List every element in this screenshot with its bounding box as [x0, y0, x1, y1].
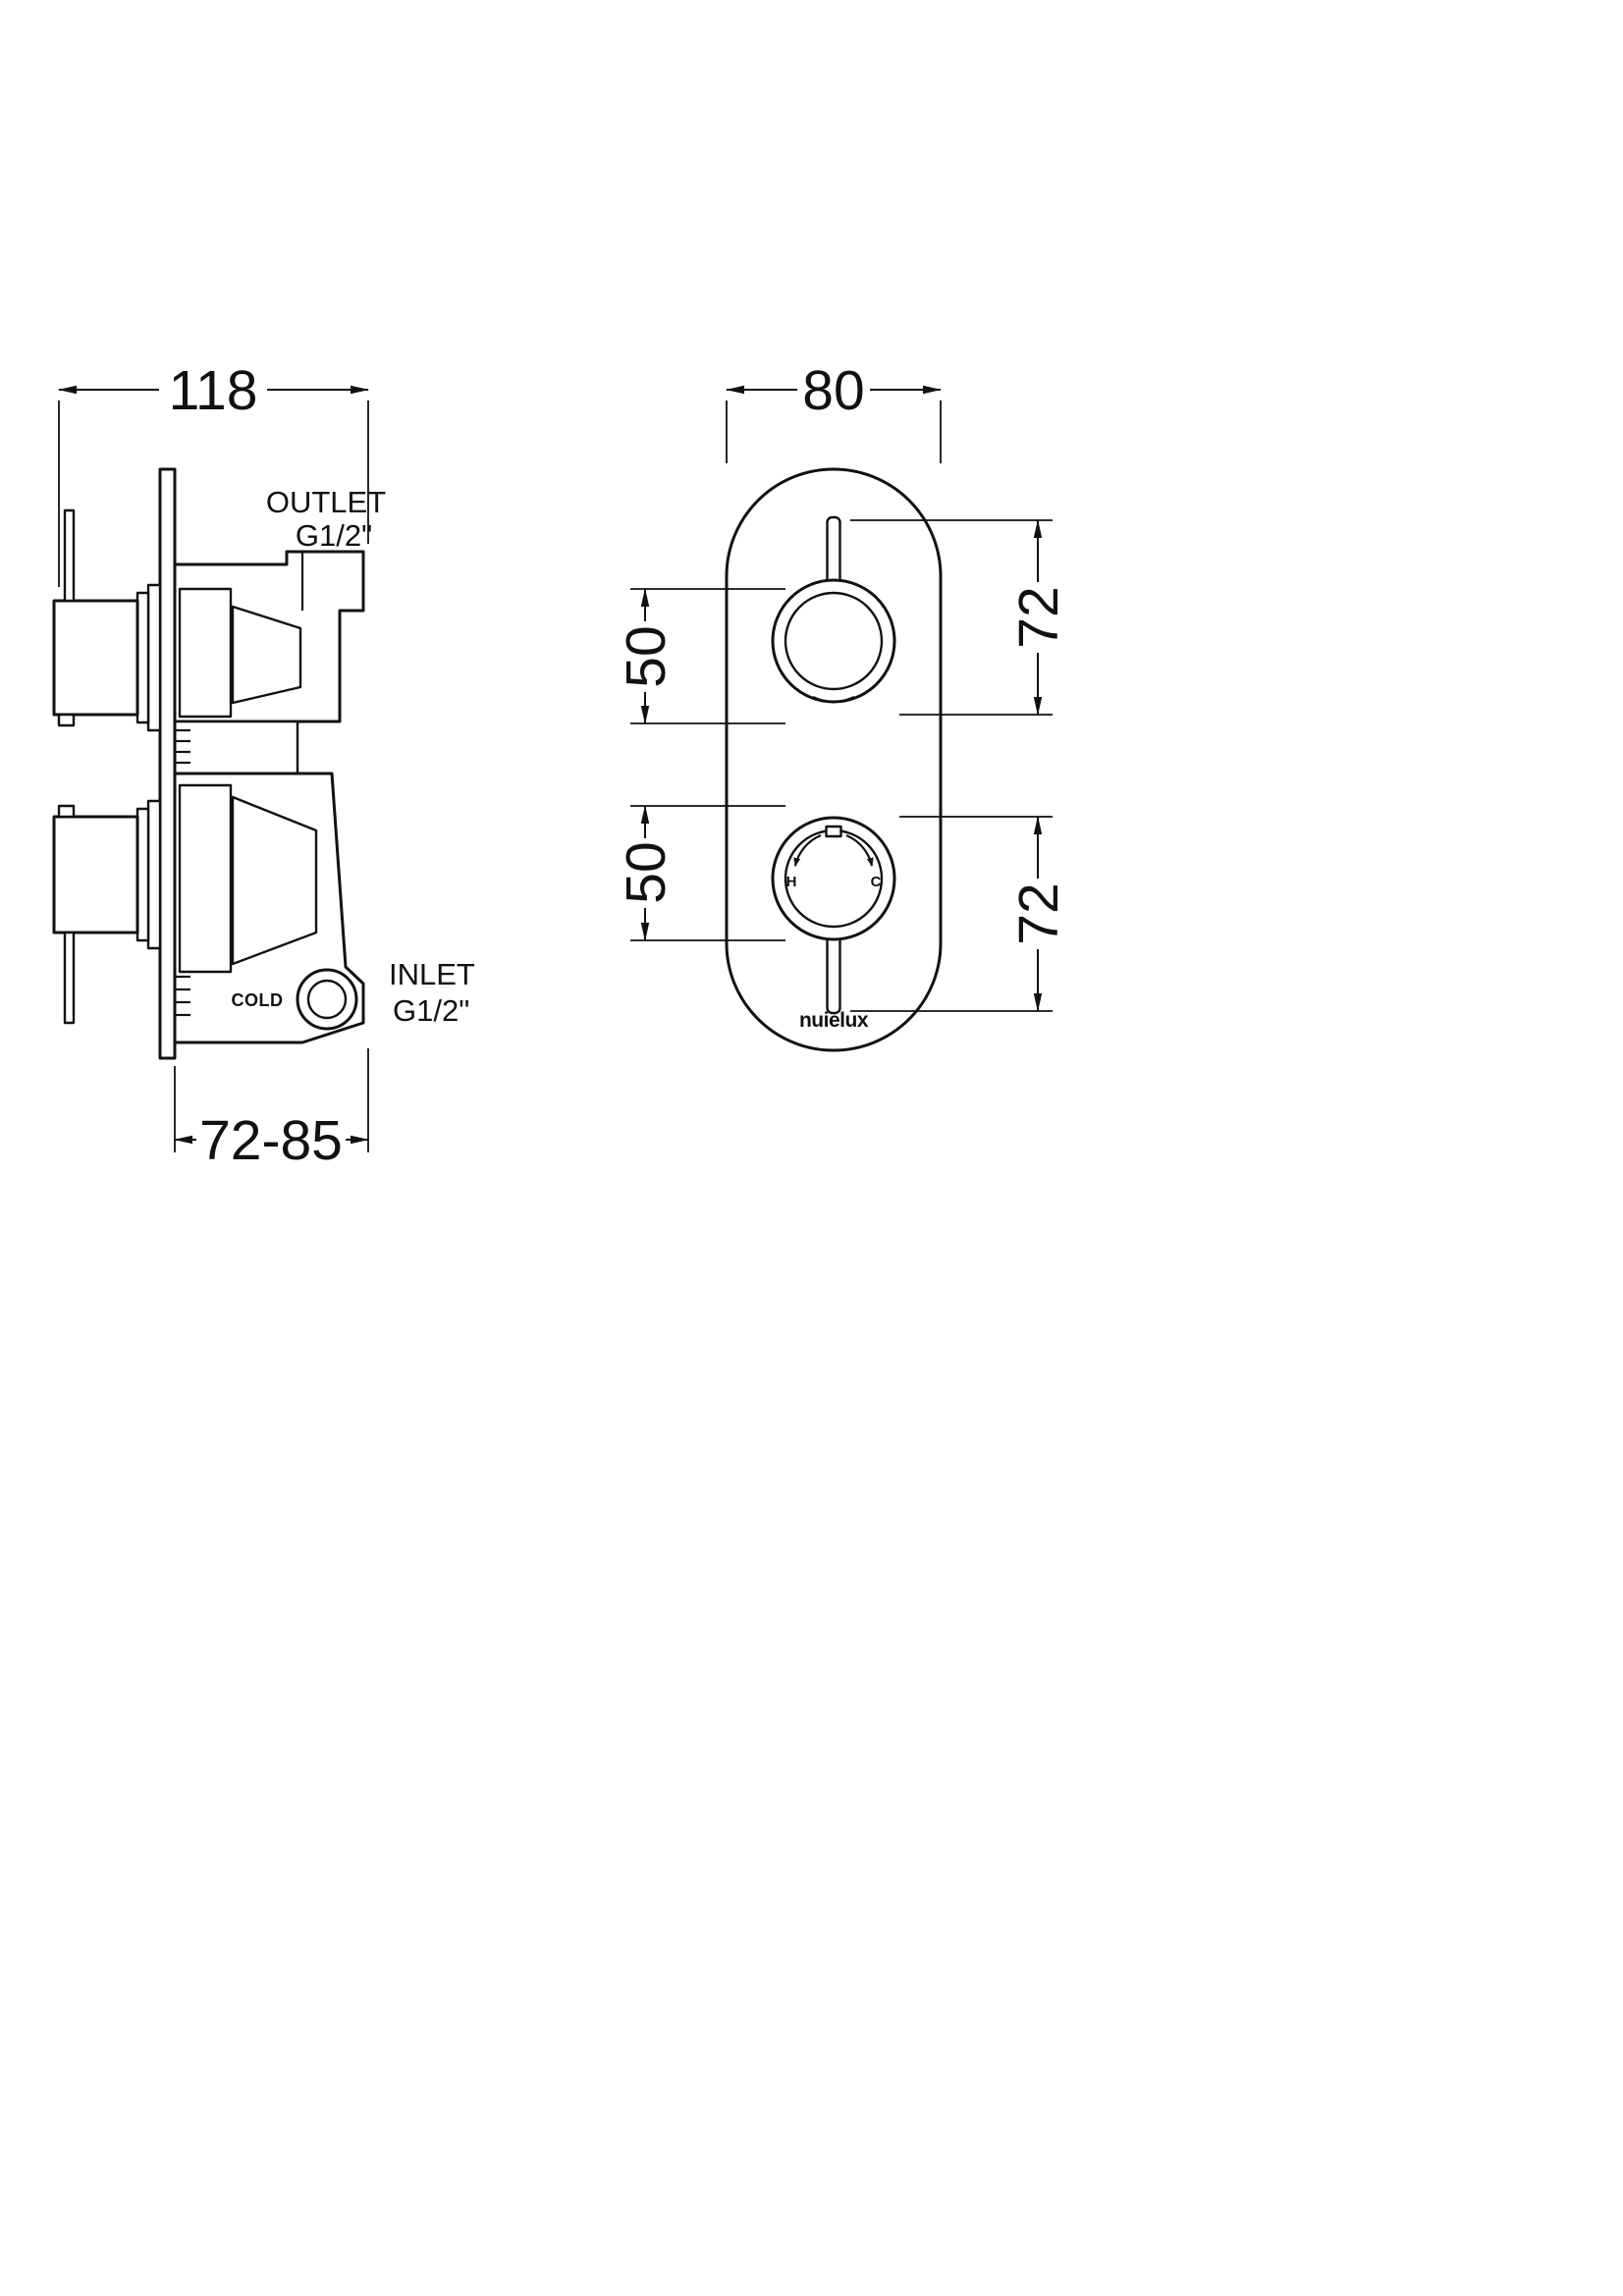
- bottom-handle-lever: [63, 931, 76, 1025]
- dim-50-bottom-label: 50: [615, 841, 677, 903]
- cold-direction-arrow: [845, 833, 874, 867]
- hot-direction-arrow: [793, 833, 822, 867]
- cold-marker-label: C: [871, 874, 882, 890]
- inlet-label: INLET: [389, 957, 475, 991]
- dimension-72-85: 72-85: [174, 1048, 369, 1172]
- bottom-handle-adapter-inner: [135, 807, 150, 942]
- cold-port-label: COLD: [232, 990, 284, 1010]
- side-view: OUTLET G1/2" INLET G1/2" COLD 118 72-85: [52, 359, 475, 1172]
- inlet-thread-label: G1/2": [393, 993, 469, 1028]
- top-handle-lever: [63, 508, 76, 603]
- thread-serrations: [175, 728, 190, 1017]
- top-knob-inner-ring: [784, 591, 884, 691]
- bottom-handle-screw: [57, 804, 76, 819]
- valve-body-neck: [173, 720, 299, 775]
- top-handle-screw: [57, 713, 76, 727]
- dimension-72-bottom: 72: [850, 816, 1070, 1012]
- inlet-boss-inner: [306, 979, 348, 1020]
- lower-cartridge: [178, 783, 233, 974]
- top-handle-body: [52, 599, 139, 717]
- bottom-knob-inner-ring: [784, 828, 884, 929]
- outlet-label: OUTLET: [266, 485, 386, 519]
- wall-plate-side: [158, 467, 177, 1060]
- dim-72-bottom-label: 72: [1007, 882, 1070, 944]
- top-knob-notch: [812, 696, 855, 704]
- front-view: H C nuielux 80 50 50: [615, 359, 1070, 1052]
- bottom-handle-body: [52, 815, 139, 934]
- hot-marker-label: H: [786, 874, 797, 890]
- top-handle-adapter-inner: [135, 591, 150, 724]
- dimension-80: 80: [726, 359, 942, 463]
- upper-cartridge: [178, 587, 233, 719]
- lower-angled-block: [231, 795, 318, 966]
- bottom-knob-top-notch: [825, 825, 842, 838]
- upper-angled-block: [231, 605, 302, 705]
- bottom-knob: H C: [771, 816, 896, 1015]
- dimension-50-top: 50: [615, 588, 785, 724]
- outlet-thread-label: G1/2": [296, 518, 372, 553]
- top-handle-adapter-outer: [146, 583, 162, 732]
- brand-logo: nuielux: [799, 1009, 869, 1032]
- dim-118-label: 118: [169, 359, 258, 422]
- bottom-handle-adapter-outer: [146, 799, 162, 950]
- dimension-50-bottom: 50: [615, 805, 785, 941]
- top-knob: [771, 515, 896, 704]
- dim-80-label: 80: [802, 359, 864, 422]
- dim-72-85-label: 72-85: [199, 1109, 343, 1172]
- dim-72-top-label: 72: [1007, 586, 1070, 648]
- dimension-118: 118: [58, 359, 369, 587]
- dim-50-top-label: 50: [615, 625, 677, 687]
- dimension-72-top: 72: [850, 519, 1070, 716]
